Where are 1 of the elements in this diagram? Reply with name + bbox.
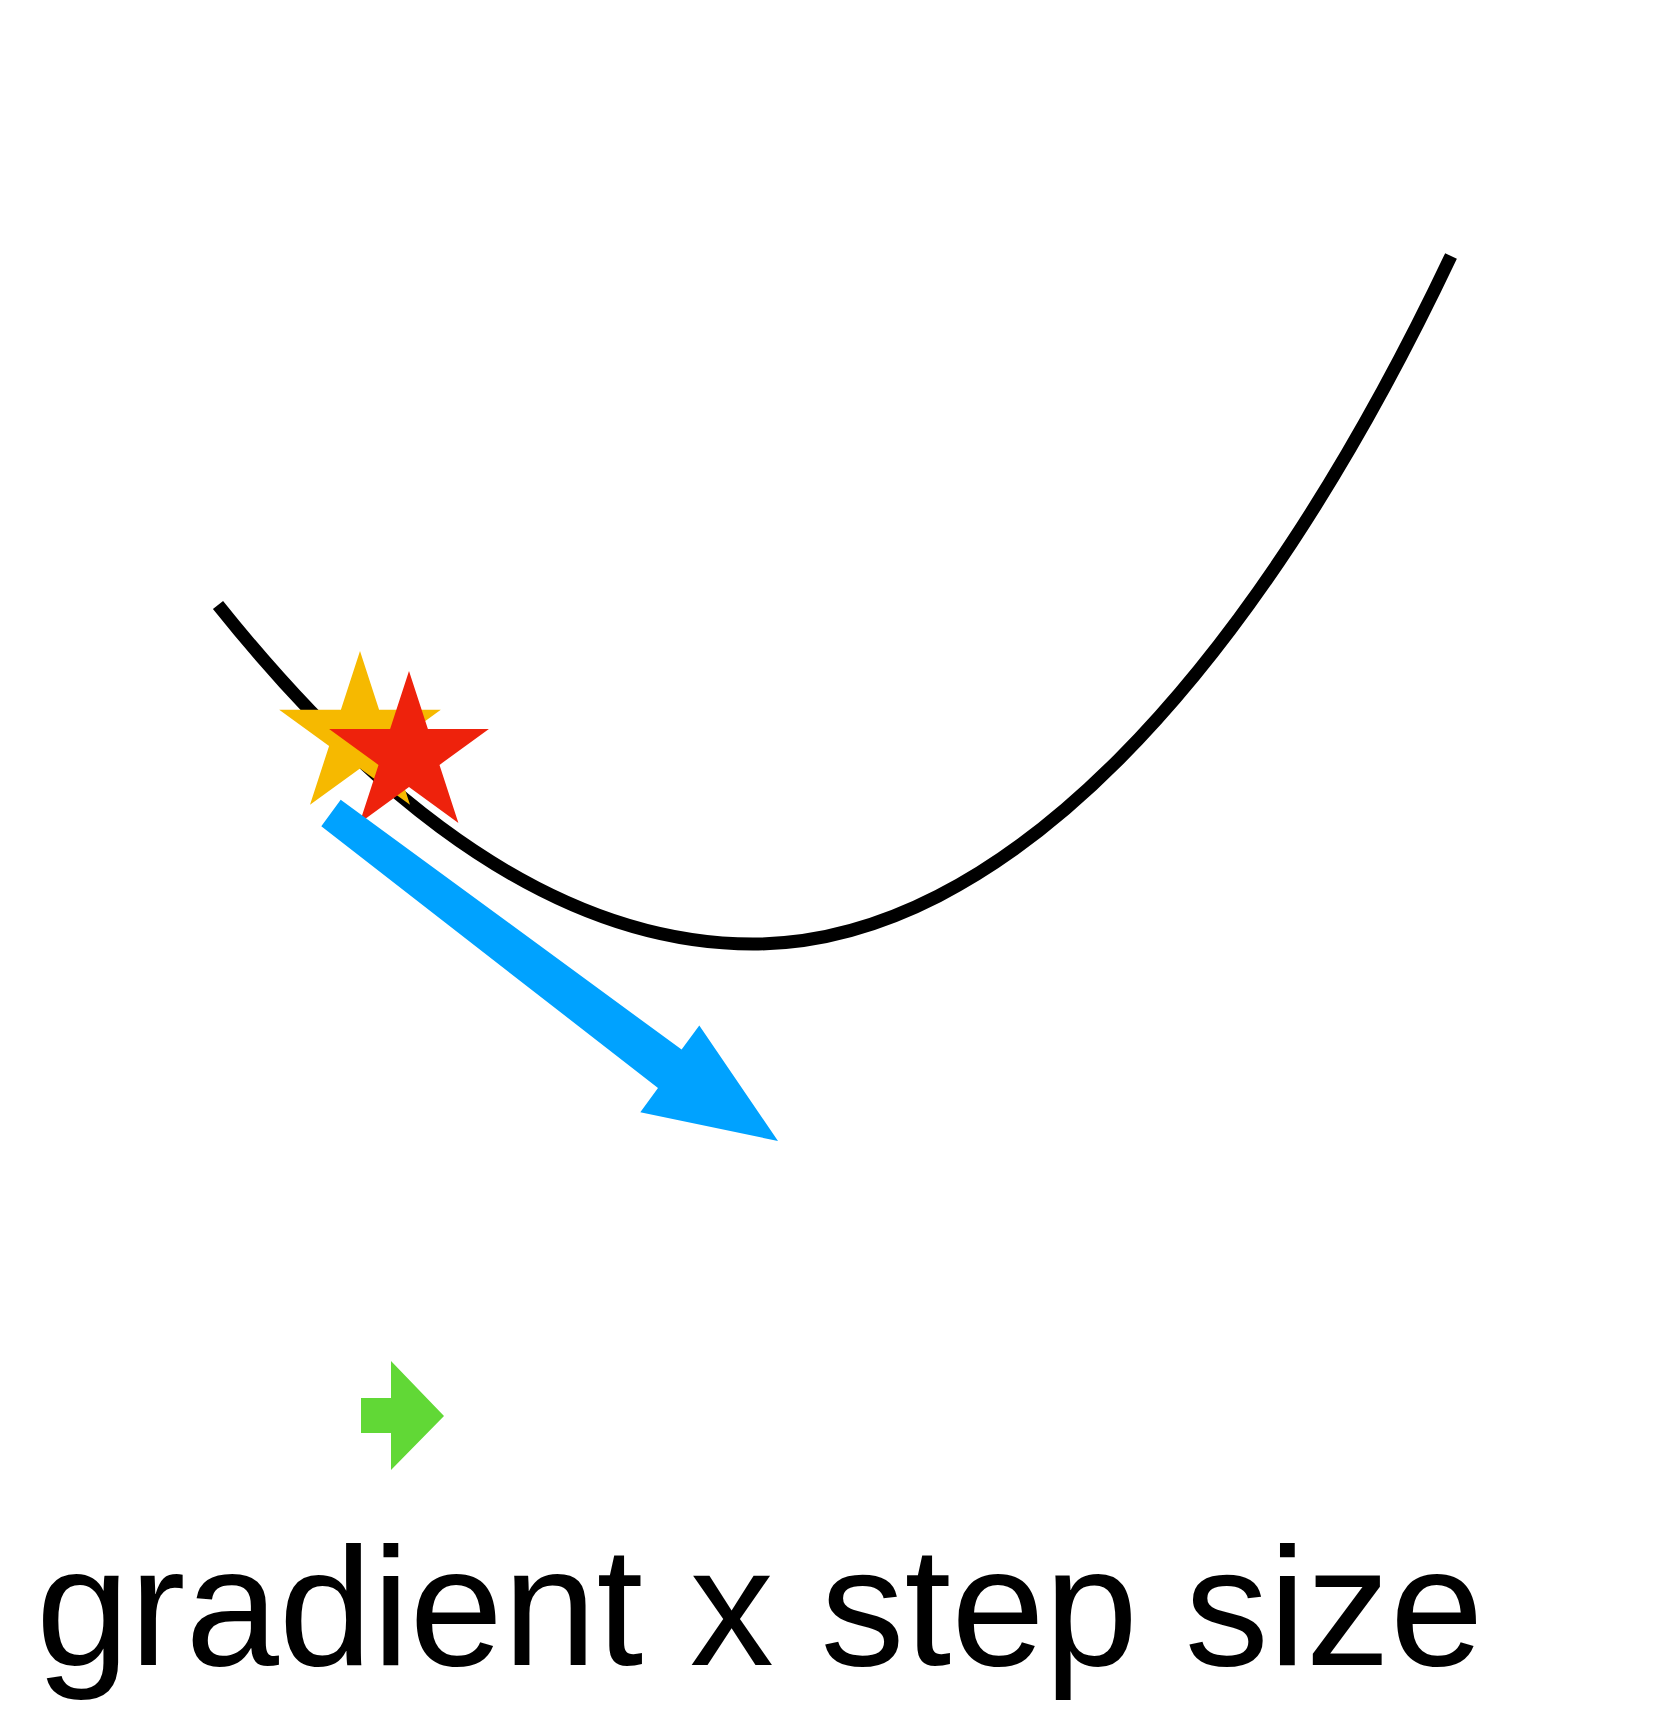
caption-text: gradient x step size bbox=[36, 1515, 1484, 1700]
